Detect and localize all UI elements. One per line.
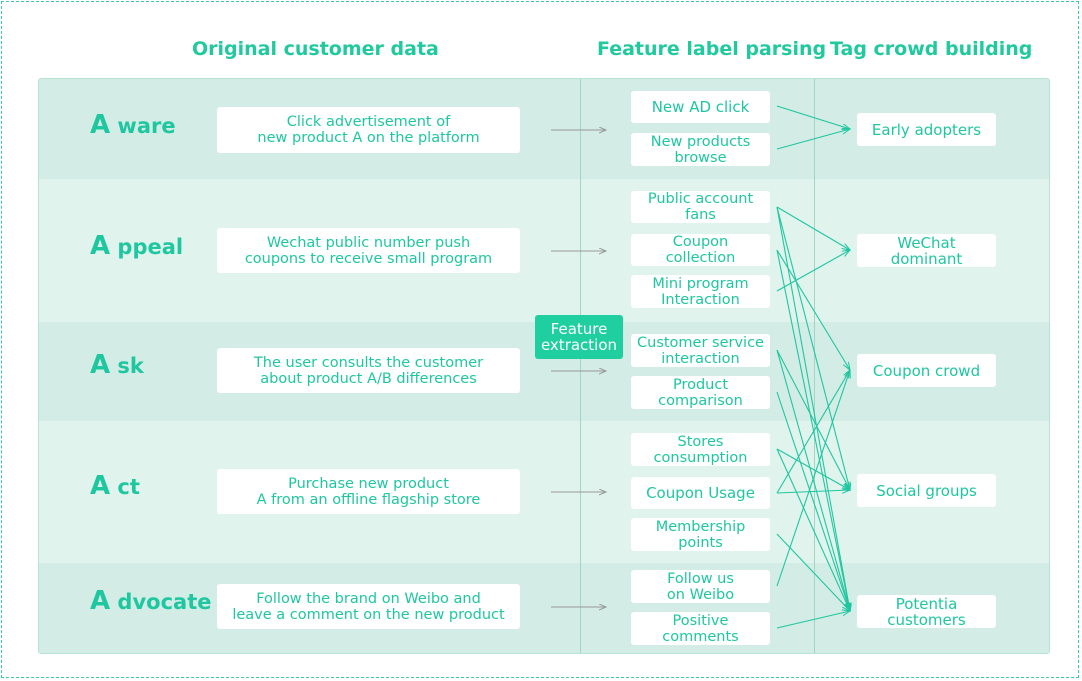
- feature-box: Stores consumption: [631, 433, 770, 466]
- feature-box: New products browse: [631, 133, 770, 166]
- tag-box: Early adopters: [857, 113, 996, 146]
- link-arrow: [776, 490, 850, 493]
- feature-box: New AD click: [631, 91, 770, 123]
- link-arrow: [776, 349, 850, 611]
- feature-box: Mini program Interaction: [631, 275, 770, 308]
- original-data-box: Click advertisement of new product A on …: [217, 107, 520, 153]
- row-title-aware: A ware: [90, 110, 176, 140]
- header-feature: Feature label parsing: [597, 38, 827, 60]
- row-title-rest: dvocate: [110, 590, 212, 614]
- row-title-act: A ct: [90, 471, 140, 501]
- row-title-rest: ppeal: [110, 235, 184, 259]
- row-title-rest: ware: [110, 114, 176, 138]
- link-arrow: [776, 206, 850, 611]
- row-title-cap: A: [90, 110, 111, 140]
- header-tag: Tag crowd building: [830, 38, 1033, 60]
- feature-box: Public account fans: [631, 191, 770, 223]
- link-arrow: [776, 448, 850, 611]
- link-arrow: [776, 250, 850, 292]
- original-data-box: Wechat public number push coupons to rec…: [217, 228, 520, 273]
- tag-box: Coupon crowd: [857, 354, 996, 387]
- row-title-cap: A: [90, 586, 111, 616]
- row-title-appeal: A ppeal: [90, 231, 183, 261]
- link-arrow: [776, 391, 850, 611]
- link-arrow: [776, 370, 850, 587]
- row-title-rest: ct: [110, 475, 140, 499]
- row-title-rest: sk: [110, 354, 144, 378]
- row-arrows: [551, 130, 606, 607]
- feature-box: Coupon Usage: [631, 477, 770, 509]
- feature-box: Product comparison: [631, 376, 770, 409]
- link-arrow: [776, 611, 850, 629]
- feature-box: Coupon collection: [631, 234, 770, 266]
- tag-box: Potentia customers: [857, 595, 996, 628]
- link-arrow: [776, 206, 850, 490]
- original-data-box: The user consults the customer about pro…: [217, 348, 520, 393]
- row-title-advocate: A dvocate: [90, 586, 212, 616]
- column-divider-2: [814, 79, 815, 653]
- link-arrow: [776, 448, 850, 490]
- tag-box: Social groups: [857, 474, 996, 507]
- feature-box: Membership points: [631, 518, 770, 551]
- row-title-cap: A: [90, 471, 111, 501]
- feature-box: Customer service interaction: [631, 334, 770, 367]
- row-title-cap: A: [90, 231, 111, 261]
- link-arrow: [776, 206, 850, 250]
- link-arrow: [776, 370, 850, 494]
- feature-to-tag-links: [776, 105, 850, 629]
- link-arrow: [776, 105, 850, 129]
- link-arrow: [776, 129, 850, 150]
- row-title-cap: A: [90, 350, 111, 380]
- link-arrow: [776, 249, 850, 370]
- feature-extraction-badge: Feature extraction: [535, 315, 623, 359]
- link-arrow: [776, 533, 850, 611]
- row-title-ask: A sk: [90, 350, 144, 380]
- original-data-box: Follow the brand on Weibo and leave a co…: [217, 584, 520, 629]
- tag-box: WeChat dominant: [857, 234, 996, 267]
- header-original: Original customer data: [192, 38, 439, 60]
- feature-box: Positive comments: [631, 612, 770, 645]
- feature-box: Follow us on Weibo: [631, 570, 770, 603]
- link-arrow: [776, 349, 850, 490]
- original-data-box: Purchase new product A from an offline f…: [217, 469, 520, 514]
- column-divider-1: [580, 79, 581, 653]
